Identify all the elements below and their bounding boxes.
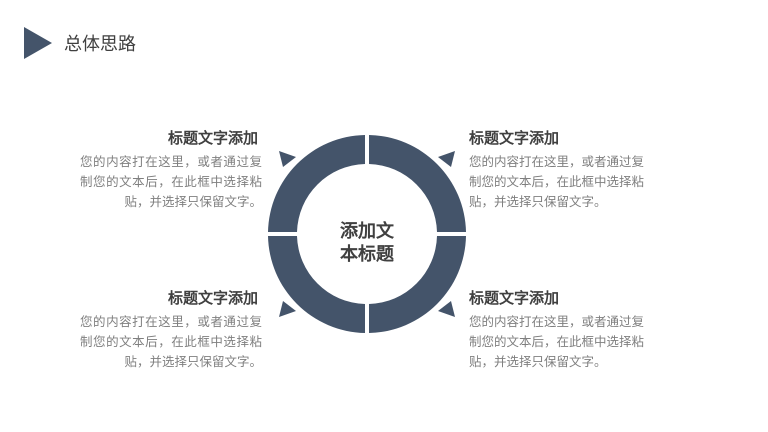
- play-triangle-icon: [24, 27, 52, 59]
- text-block-bottom-left: 标题文字添加 您的内容打在这里，或者通过复制您的文本后，在此框中选择粘贴，并选择…: [80, 288, 262, 372]
- block-title: 标题文字添加: [469, 129, 560, 147]
- arrow-triangle-top-left: [279, 151, 296, 167]
- ring-segment-bottom-left: [268, 236, 365, 333]
- block-title: 标题文字添加: [469, 289, 560, 307]
- text-block-top-left: 标题文字添加 您的内容打在这里，或者通过复制您的文本后，在此框中选择粘贴，并选择…: [80, 128, 262, 212]
- ring-segment-top-right: [369, 135, 466, 232]
- page-title: 总体思路: [64, 34, 136, 55]
- text-block-bottom-right: 标题文字添加 您的内容打在这里，或者通过复制您的文本后，在此框中选择粘贴，并选择…: [469, 288, 651, 372]
- arrow-triangle-bottom-right: [438, 301, 455, 317]
- text-block-top-right: 标题文字添加 您的内容打在这里，或者通过复制您的文本后，在此框中选择粘贴，并选择…: [469, 128, 651, 212]
- center-title-line-2: 本标题: [340, 244, 394, 265]
- arrow-triangle-top-right: [438, 151, 455, 167]
- block-title: 标题文字添加: [167, 289, 258, 307]
- ring-segment-bottom-right: [369, 236, 466, 333]
- block-title: 标题文字添加: [167, 129, 258, 147]
- center-title-line-1: 添加文: [340, 221, 394, 242]
- block-description: 您的内容打在这里，或者通过复制您的文本后，在此框中选择粘贴，并选择只保留文字。: [80, 154, 262, 209]
- ring-segment-top-left: [268, 135, 365, 232]
- block-description: 您的内容打在这里，或者通过复制您的文本后，在此框中选择粘贴，并选择只保留文字。: [469, 154, 645, 209]
- center-title: 添加文 本标题: [317, 220, 417, 266]
- block-description: 您的内容打在这里，或者通过复制您的文本后，在此框中选择粘贴，并选择只保留文字。: [80, 314, 262, 369]
- block-description: 您的内容打在这里，或者通过复制您的文本后，在此框中选择粘贴，并选择只保留文字。: [469, 314, 645, 369]
- arrow-triangle-bottom-left: [279, 301, 296, 317]
